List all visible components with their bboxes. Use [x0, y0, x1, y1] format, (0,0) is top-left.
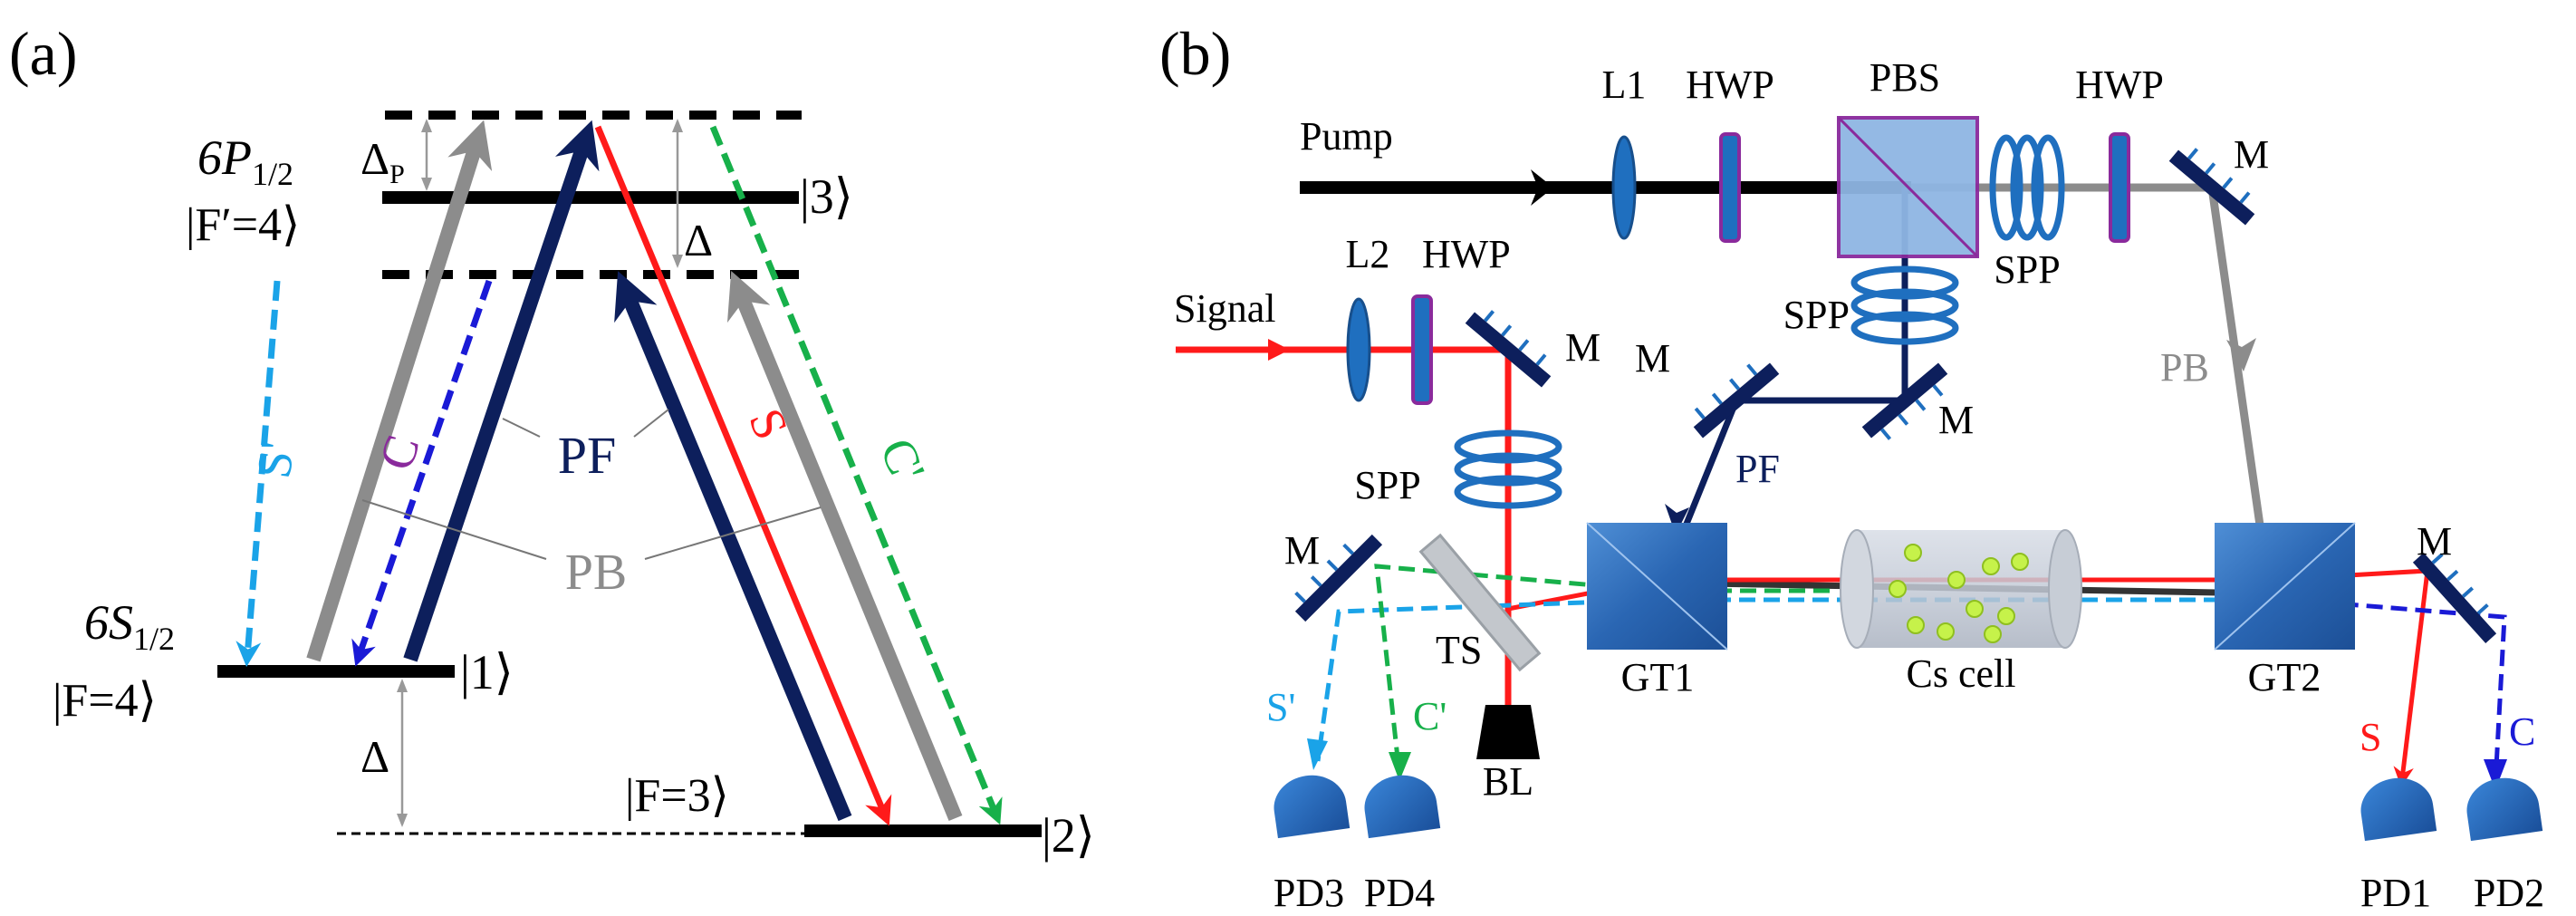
lens-l1	[1611, 135, 1637, 240]
pd2-label: PD2	[2474, 871, 2544, 915]
pb-arrow-left	[306, 120, 493, 662]
pd3-detector	[1274, 775, 1350, 839]
signal-label: Signal	[1174, 286, 1275, 331]
pump-label: Pump	[1300, 114, 1393, 159]
pb-beam-label: PB	[2160, 345, 2209, 390]
c-beam-label: C	[2509, 709, 2535, 754]
mirror-m6	[2412, 553, 2497, 643]
excited-hyperfine-label: |F′=4⟩	[186, 199, 300, 251]
s-label: S	[738, 400, 799, 447]
s-prime-arrow	[235, 280, 281, 668]
signal-arrowhead	[1268, 339, 1290, 361]
s-prime-beam	[1315, 597, 2269, 762]
l1-label: L1	[1602, 63, 1647, 107]
m2-label: M	[1565, 325, 1600, 370]
excited-state-label: 6P1/2	[197, 130, 293, 192]
pump-arrowhead	[1531, 169, 1553, 206]
m6-label: M	[2417, 519, 2452, 564]
hwp-2-label: HWP	[2075, 63, 2164, 107]
lens-l2	[1346, 297, 1371, 402]
pd4-detector	[1364, 775, 1441, 839]
pbs-diagonal	[1837, 116, 1979, 258]
ground-state-label: 6S1/2	[84, 595, 175, 657]
delta-label: Δ	[684, 215, 713, 265]
gt2-diagonal	[2214, 522, 2356, 651]
state-3-label: |3⟩	[800, 169, 853, 224]
s-prime-arrowhead	[1307, 738, 1328, 770]
pd1-label: PD1	[2360, 871, 2431, 915]
mirror-m1	[2168, 148, 2255, 226]
hwp-2	[2109, 132, 2130, 243]
s-prime-beam-label: S'	[1266, 685, 1295, 729]
cs-cell-label: Cs cell	[1907, 651, 2016, 696]
delta-lower-label: Δ	[360, 731, 389, 782]
pf-arrowhead	[1665, 504, 1689, 535]
spp-3-label: SPP	[1354, 463, 1420, 507]
pb-leader-left	[361, 499, 547, 560]
hwp-1	[1719, 132, 1741, 243]
pf-arrow-right	[614, 271, 852, 822]
pf-beam-label: PF	[1735, 447, 1780, 491]
panel-a-tag: (a)	[9, 19, 77, 88]
pf-leader-right	[633, 409, 669, 438]
hwp-3-label: HWP	[1422, 232, 1511, 276]
m5-label: M	[1284, 528, 1320, 573]
pb-label: PB	[565, 545, 628, 601]
mirror-m5	[1294, 534, 1383, 622]
pb-arrow-right	[726, 271, 963, 822]
pf-label: PF	[558, 426, 617, 485]
gt1-diagonal	[1586, 522, 1728, 651]
gt1-label: GT1	[1621, 655, 1695, 699]
panel-a: (a) 6P1/2 |F′=4⟩ ΔP |3⟩ Δ 6S1/2 |F=4⟩	[9, 19, 1095, 863]
pf-arrow-left	[403, 120, 600, 662]
c-prime-arrow	[709, 125, 1003, 825]
cs-cell	[1840, 529, 2082, 649]
pd4-label: PD4	[1364, 871, 1435, 915]
delta-p-label: ΔP	[360, 133, 405, 189]
m1-label: M	[2234, 132, 2269, 177]
mirror-m2	[1465, 310, 1552, 388]
spp-3-coil	[1454, 429, 1562, 509]
c-arrowhead	[2484, 759, 2507, 790]
spp-1-coil	[1989, 134, 2065, 241]
m4-label: M	[1635, 336, 1670, 381]
ts-plate	[1418, 533, 1542, 672]
pb-leader-right	[644, 506, 822, 560]
pd2-detector	[2466, 777, 2543, 842]
state-1-label: |1⟩	[460, 645, 514, 699]
panel-b-tag: (b)	[1159, 19, 1231, 88]
l2-label: L2	[1346, 232, 1390, 276]
ts-label: TS	[1436, 628, 1482, 672]
pbs-label: PBS	[1870, 55, 1940, 100]
c-prime-label: C'	[870, 430, 936, 490]
m3-label: M	[1938, 398, 1974, 442]
s-beam-out	[2393, 570, 2430, 787]
mirror-m4	[1693, 362, 1780, 439]
c-prime-beam-label: C'	[1413, 694, 1447, 738]
c-arrow	[351, 279, 493, 667]
spp-1-label: SPP	[1994, 247, 2060, 292]
s-beam-label: S	[2360, 715, 2381, 759]
pf-leader-left	[502, 418, 541, 438]
beam-block	[1476, 705, 1540, 759]
pd3-label: PD3	[1274, 871, 1344, 915]
s-arrow	[594, 125, 892, 826]
ground-hyperfine-3-label: |F=3⟩	[625, 770, 729, 822]
spp-2-label: SPP	[1783, 293, 1850, 337]
mirror-m3	[1861, 362, 1948, 440]
gt2-label: GT2	[2248, 655, 2321, 699]
hwp-1-label: HWP	[1686, 63, 1774, 107]
c-prime-arrowhead	[1389, 752, 1411, 781]
hwp-3	[1411, 294, 1433, 405]
c-prime-beam	[1374, 564, 1830, 776]
pb-arrowhead	[2226, 338, 2256, 371]
state-2-label: |2⟩	[1042, 808, 1095, 863]
s-prime-label: S'	[246, 439, 305, 482]
pd1-detector	[2360, 777, 2437, 842]
ground-hyperfine-4-label: |F=4⟩	[53, 675, 157, 727]
panel-b: (b)	[1159, 19, 2544, 915]
spp-2-coil	[1850, 265, 1959, 345]
bl-label: BL	[1483, 759, 1533, 804]
